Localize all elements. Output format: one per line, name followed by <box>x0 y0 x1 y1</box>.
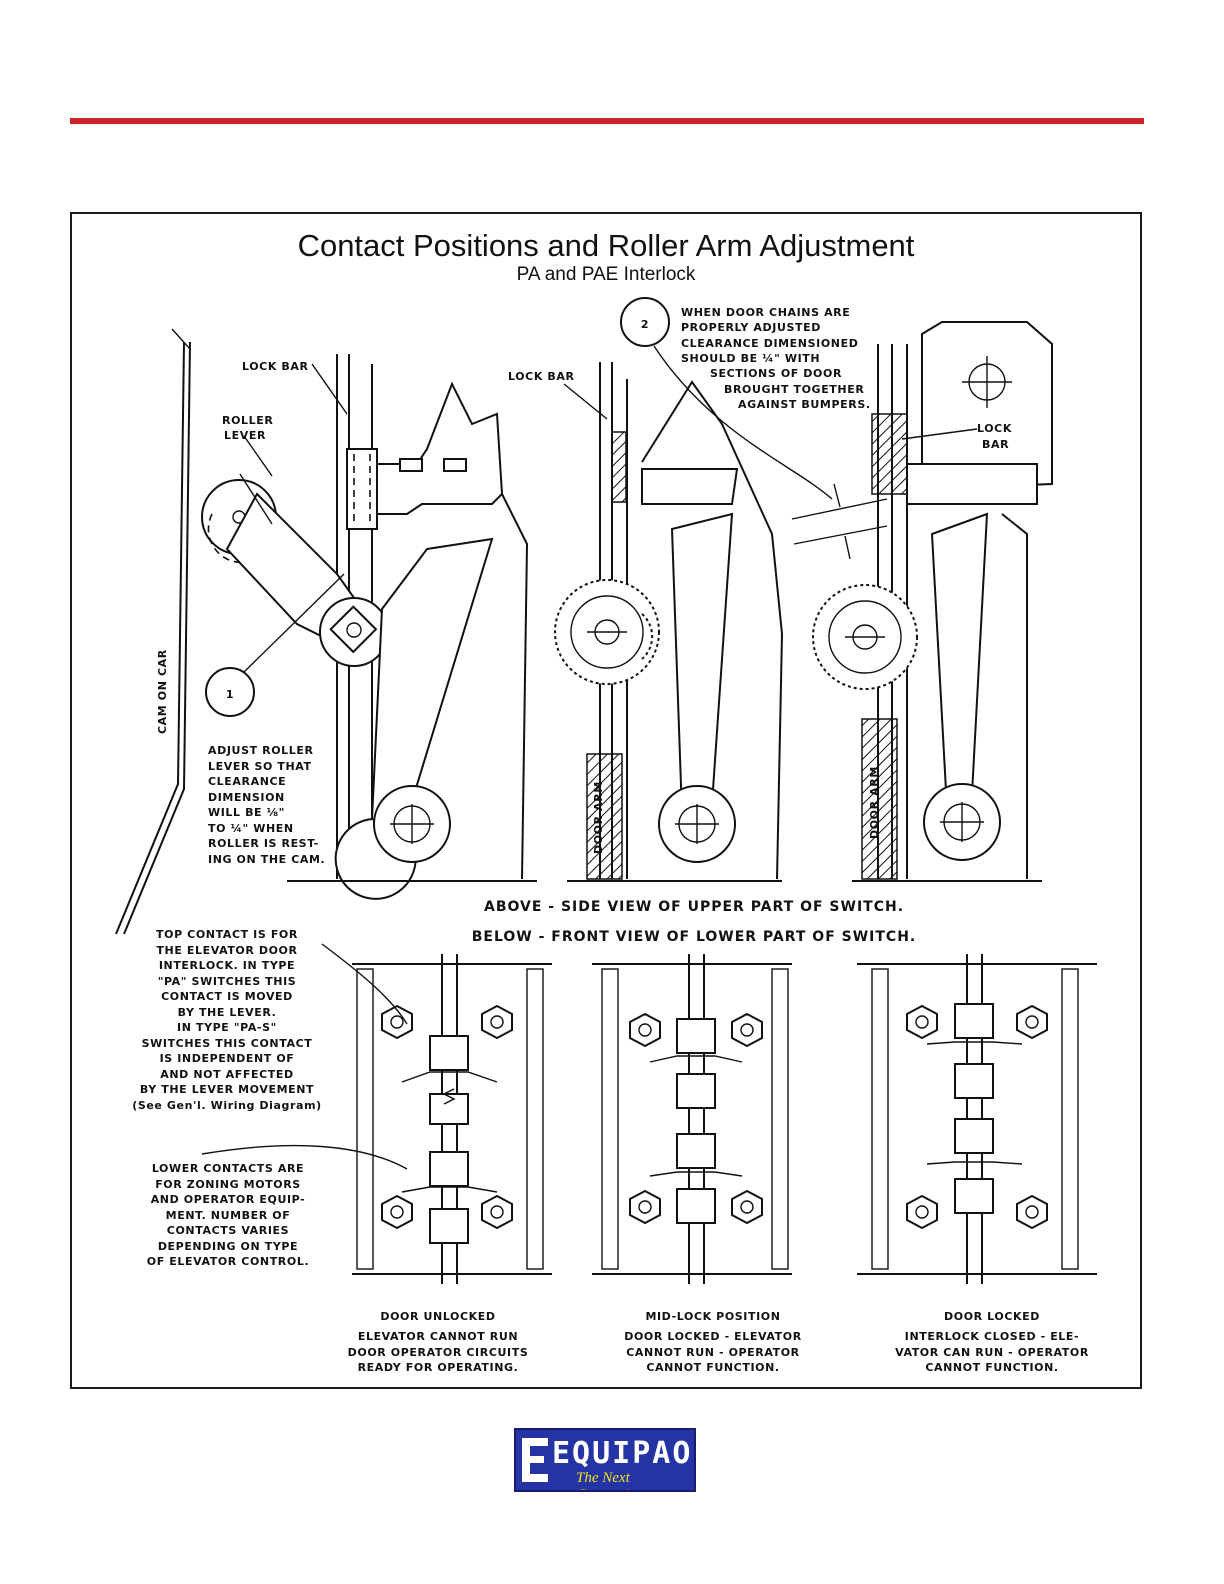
svg-text:CANNOT RUN - OPERATOR: CANNOT RUN - OPERATOR <box>626 1346 800 1359</box>
position-caption-midlock: MID-LOCK POSITION DOOR LOCKED - ELEVATOR… <box>624 1310 802 1374</box>
figure-title: Contact Positions and Roller Arm Adjustm… <box>297 228 915 263</box>
figure-frame: Contact Positions and Roller Arm Adjustm… <box>70 212 1142 1389</box>
svg-text:SWITCHES THIS CONTACT: SWITCHES THIS CONTACT <box>142 1037 313 1050</box>
svg-text:WHEN DOOR CHAINS ARE: WHEN DOOR CHAINS ARE <box>681 306 850 319</box>
view-below-caption: BELOW - FRONT VIEW OF LOWER PART OF SWIT… <box>472 929 917 945</box>
svg-text:CLEARANCE: CLEARANCE <box>208 775 286 788</box>
door-arm-3-block <box>861 718 898 880</box>
svg-text:CLEARANCE DIMENSIONED: CLEARANCE DIMENSIONED <box>681 337 858 350</box>
svg-text:"PA" SWITCHES THIS: "PA" SWITCHES THIS <box>158 975 297 988</box>
svg-text:CANNOT FUNCTION.: CANNOT FUNCTION. <box>925 1361 1058 1374</box>
svg-text:(See Gen'l. Wiring Diagram): (See Gen'l. Wiring Diagram) <box>132 1099 322 1112</box>
svg-text:DOOR UNLOCKED: DOOR UNLOCKED <box>380 1310 495 1323</box>
svg-text:BROUGHT TOGETHER: BROUGHT TOGETHER <box>724 383 864 396</box>
top-contact-note: TOP CONTACT IS FOR THE ELEVATOR DOOR INT… <box>132 928 322 1112</box>
svg-text:CANNOT FUNCTION.: CANNOT FUNCTION. <box>646 1361 779 1374</box>
front-view-unlocked <box>352 954 552 1284</box>
svg-text:FOR ZONING MOTORS: FOR ZONING MOTORS <box>155 1178 301 1191</box>
svg-text:TO ¼" WHEN: TO ¼" WHEN <box>208 822 294 835</box>
svg-text:AGAINST BUMPERS.: AGAINST BUMPERS. <box>738 398 871 411</box>
roller-lever-label-a: ROLLER <box>222 414 273 427</box>
svg-text:TOP CONTACT IS FOR: TOP CONTACT IS FOR <box>156 928 298 941</box>
note-1: ADJUST ROLLER LEVER SO THAT CLEARANCE DI… <box>208 744 325 866</box>
svg-text:INTERLOCK. IN TYPE: INTERLOCK. IN TYPE <box>159 959 295 972</box>
upper-view-unlocked: 1 <box>115 328 537 935</box>
lower-contact-note: LOWER CONTACTS ARE FOR ZONING MOTORS AND… <box>147 1162 309 1268</box>
front-view-midlock <box>592 954 792 1284</box>
callout-2-circle <box>620 297 670 347</box>
figure-subtitle: PA and PAE Interlock <box>516 264 696 285</box>
lock-bar-leader-2 <box>563 383 608 420</box>
lock-bar-label-1: LOCK BAR <box>242 360 309 373</box>
svg-text:ING ON THE CAM.: ING ON THE CAM. <box>208 853 325 866</box>
callout-2-number: 2 <box>641 318 649 331</box>
svg-text:LOWER CONTACTS ARE: LOWER CONTACTS ARE <box>152 1162 304 1175</box>
upper-view-locked: DOOR ARM <box>812 321 1053 882</box>
lever-arm-1 <box>370 537 494 836</box>
svg-text:DOOR LOCKED: DOOR LOCKED <box>944 1310 1040 1323</box>
svg-text:ROLLER IS REST-: ROLLER IS REST- <box>208 837 319 850</box>
lower-contact-leader <box>201 1144 408 1170</box>
svg-text:CONTACTS VARIES: CONTACTS VARIES <box>167 1224 289 1237</box>
top-contact-leader <box>321 943 408 1025</box>
svg-text:DEPENDING ON TYPE: DEPENDING ON TYPE <box>158 1240 298 1253</box>
svg-text:VATOR CAN RUN - OPERATOR: VATOR CAN RUN - OPERATOR <box>895 1346 1089 1359</box>
front-view-locked <box>857 954 1097 1284</box>
svg-text:MENT. NUMBER OF: MENT. NUMBER OF <box>166 1209 291 1222</box>
svg-text:BY THE LEVER.: BY THE LEVER. <box>178 1006 277 1019</box>
position-caption-locked: DOOR LOCKED INTERLOCK CLOSED - ELE- VATO… <box>895 1310 1089 1374</box>
cam-on-car-label: CAM ON CAR <box>156 649 169 734</box>
cam-on-car-line <box>115 341 185 935</box>
door-arm-2-block <box>586 753 623 880</box>
svg-text:DOOR LOCKED - ELEVATOR: DOOR LOCKED - ELEVATOR <box>624 1330 802 1343</box>
switch-drawing: 1 DOOR ARM <box>115 297 1097 1374</box>
door-arm-label-2: DOOR ARM <box>868 766 881 839</box>
svg-text:DIMENSION: DIMENSION <box>208 791 285 804</box>
svg-text:LEVER SO THAT: LEVER SO THAT <box>208 760 312 773</box>
svg-text:MID-LOCK POSITION: MID-LOCK POSITION <box>645 1310 780 1323</box>
logo-e-mark-icon <box>522 1438 548 1482</box>
svg-text:READY FOR OPERATING.: READY FOR OPERATING. <box>358 1361 519 1374</box>
svg-text:AND NOT AFFECTED: AND NOT AFFECTED <box>160 1068 293 1081</box>
upper-view-midlock: DOOR ARM 2 <box>554 297 888 882</box>
svg-text:WILL BE ⅛": WILL BE ⅛" <box>208 806 285 819</box>
svg-text:BY THE LEVER MOVEMENT: BY THE LEVER MOVEMENT <box>140 1083 314 1096</box>
svg-text:SHOULD BE ¼" WITH: SHOULD BE ¼" WITH <box>681 352 820 365</box>
svg-text:CONTACT IS MOVED: CONTACT IS MOVED <box>161 990 293 1003</box>
svg-text:ADJUST ROLLER: ADJUST ROLLER <box>208 744 314 757</box>
door-arm-label-1: DOOR ARM <box>592 781 605 854</box>
lock-bar-leader-1 <box>311 363 348 415</box>
header-red-rule <box>70 118 1144 124</box>
svg-text:SECTIONS OF DOOR: SECTIONS OF DOOR <box>710 367 842 380</box>
svg-text:IS INDEPENDENT OF: IS INDEPENDENT OF <box>160 1052 295 1065</box>
position-caption-unlocked: DOOR UNLOCKED ELEVATOR CANNOT RUN DOOR O… <box>348 1310 529 1374</box>
svg-text:IN TYPE "PA-S": IN TYPE "PA-S" <box>177 1021 277 1034</box>
lock-bar-label-2: LOCK BAR <box>508 370 575 383</box>
contact-nut-icon <box>381 1004 413 1040</box>
company-logo: EQUIPAO The Next Generation <box>514 1428 696 1492</box>
svg-text:AND OPERATOR EQUIP-: AND OPERATOR EQUIP- <box>151 1193 306 1206</box>
housing-1 <box>376 381 504 515</box>
logo-wordmark: EQUIPAO <box>552 1436 693 1471</box>
svg-text:INTERLOCK CLOSED - ELE-: INTERLOCK CLOSED - ELE- <box>905 1330 1079 1343</box>
svg-text:THE ELEVATOR DOOR: THE ELEVATOR DOOR <box>156 944 297 957</box>
roller-lever-label-b: LEVER <box>224 429 266 442</box>
roller-lever-leader <box>243 435 273 477</box>
callout-1-number: 1 <box>226 688 234 701</box>
callout-1-circle <box>205 667 255 717</box>
note-2: WHEN DOOR CHAINS ARE PROPERLY ADJUSTED C… <box>681 306 871 411</box>
lock-bar-label-3b: BAR <box>982 438 1009 451</box>
svg-text:DOOR OPERATOR CIRCUITS: DOOR OPERATOR CIRCUITS <box>348 1346 529 1359</box>
lock-bar-label-3a: LOCK <box>977 422 1012 435</box>
svg-text:OF ELEVATOR CONTROL.: OF ELEVATOR CONTROL. <box>147 1255 309 1268</box>
lock-bar-leader-3 <box>901 428 978 440</box>
view-above-caption: ABOVE - SIDE VIEW OF UPPER PART OF SWITC… <box>484 899 904 915</box>
logo-tagline: The Next Generation <box>576 1470 644 1490</box>
svg-text:PROPERLY ADJUSTED: PROPERLY ADJUSTED <box>681 321 821 334</box>
svg-text:ELEVATOR CANNOT RUN: ELEVATOR CANNOT RUN <box>358 1330 518 1343</box>
lever-arm-3 <box>930 512 989 811</box>
